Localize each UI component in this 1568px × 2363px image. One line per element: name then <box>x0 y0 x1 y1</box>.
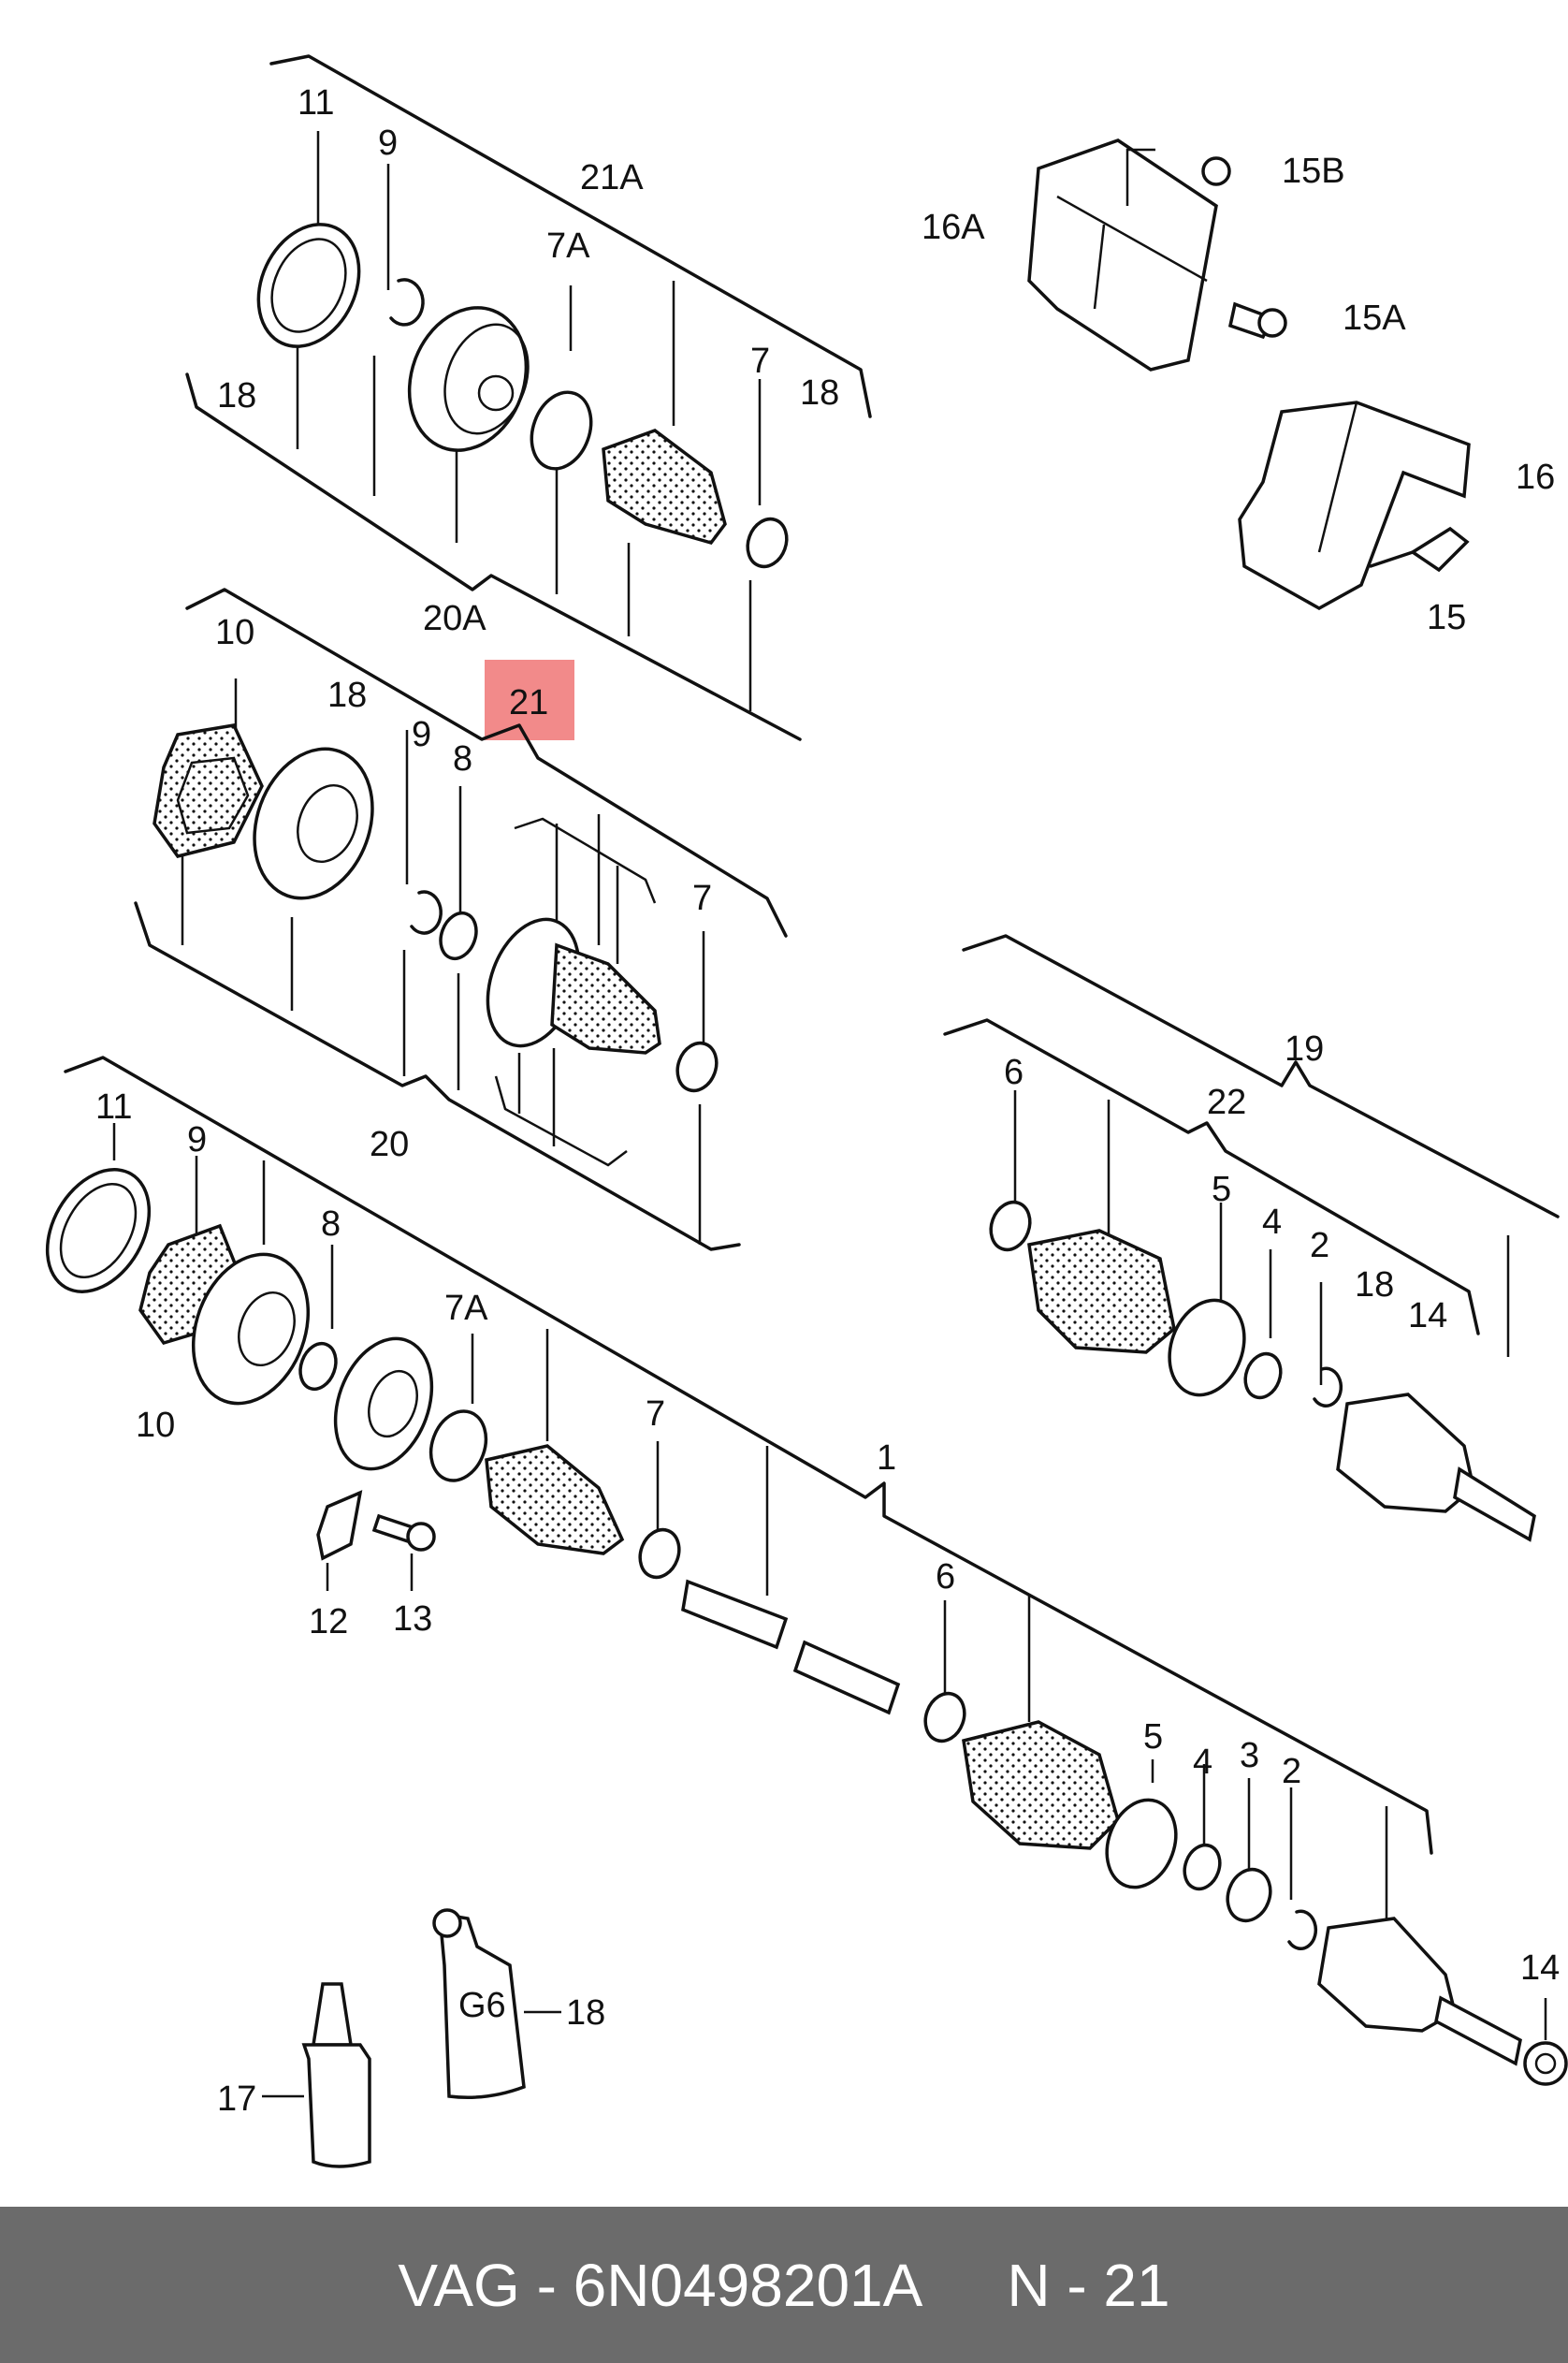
footer-brand: VAG <box>398 2251 520 2319</box>
callout-12: 12 <box>309 1602 348 1641</box>
callout-2: 2 <box>1310 1226 1329 1265</box>
group-1 <box>45 1056 1568 2086</box>
callout-18: 18 <box>217 376 256 416</box>
callout-10: 10 <box>215 613 254 652</box>
callout-7: 7 <box>750 342 770 381</box>
tube-label: G6 <box>458 1986 506 2025</box>
callout-16: 16 <box>1516 458 1555 497</box>
callout-20A: 20A <box>423 599 486 638</box>
callout-21A: 21A <box>580 158 644 197</box>
callout-22: 22 <box>1207 1083 1246 1122</box>
callout-8: 8 <box>453 739 472 779</box>
callout-17: 17 <box>217 2079 256 2119</box>
callout-1: 1 <box>877 1438 896 1478</box>
callout-8: 8 <box>321 1204 341 1244</box>
callout-11: 11 <box>298 83 334 123</box>
callouts: 11 9 21A 7A 18 7 18 20A 15B 16A 15A 16 1… <box>95 83 1560 2119</box>
callout-20: 20 <box>370 1125 409 1164</box>
callout-3: 3 <box>1240 1736 1259 1775</box>
callout-2: 2 <box>1282 1752 1301 1791</box>
callout-14: 14 <box>1408 1296 1447 1335</box>
callout-5: 5 <box>1212 1170 1231 1209</box>
callout-14: 14 <box>1520 1948 1560 1988</box>
callout-9: 9 <box>378 124 398 163</box>
callout-18: 18 <box>566 1993 605 2033</box>
footer-separator: - <box>519 2251 573 2319</box>
group-heat-shield <box>1027 139 1471 611</box>
group-19 <box>943 934 1560 1542</box>
callout-18: 18 <box>1355 1265 1394 1305</box>
parts-diagram: G6 11 9 21A 7A 18 7 18 20A 15B 16A 15A 1… <box>45 54 1568 2168</box>
callout-11: 11 <box>95 1087 132 1127</box>
callout-16A: 16A <box>922 208 985 247</box>
callout-5: 5 <box>1143 1717 1163 1757</box>
group-consumables: G6 <box>262 1908 561 2168</box>
callout-7: 7 <box>692 879 712 918</box>
group-21 <box>134 588 788 1251</box>
group-21A <box>185 54 872 741</box>
highlight-box <box>485 660 574 740</box>
footer-part-number: 6N0498201A <box>573 2251 923 2319</box>
callout-18: 18 <box>800 373 839 413</box>
callout-21: 21 <box>509 683 548 722</box>
callout-7: 7 <box>646 1394 665 1434</box>
callout-9: 9 <box>187 1120 207 1160</box>
callout-13: 13 <box>393 1599 432 1639</box>
callout-7A: 7A <box>546 226 590 266</box>
callout-15A: 15A <box>1343 299 1406 338</box>
callout-15: 15 <box>1427 598 1466 637</box>
footer-position-label: N - 21 <box>1007 2251 1170 2319</box>
callout-6: 6 <box>1004 1053 1024 1092</box>
callout-6: 6 <box>936 1557 955 1597</box>
callout-7A: 7A <box>444 1289 488 1328</box>
footer-bar: VAG - 6N0498201A N - 21 <box>0 2207 1568 2363</box>
callout-10: 10 <box>136 1406 175 1445</box>
callout-4: 4 <box>1193 1743 1212 1782</box>
callout-4: 4 <box>1262 1203 1282 1242</box>
callout-15B: 15B <box>1282 152 1345 191</box>
callout-9: 9 <box>412 715 431 754</box>
callout-18: 18 <box>327 676 367 715</box>
callout-19: 19 <box>1285 1029 1324 1069</box>
